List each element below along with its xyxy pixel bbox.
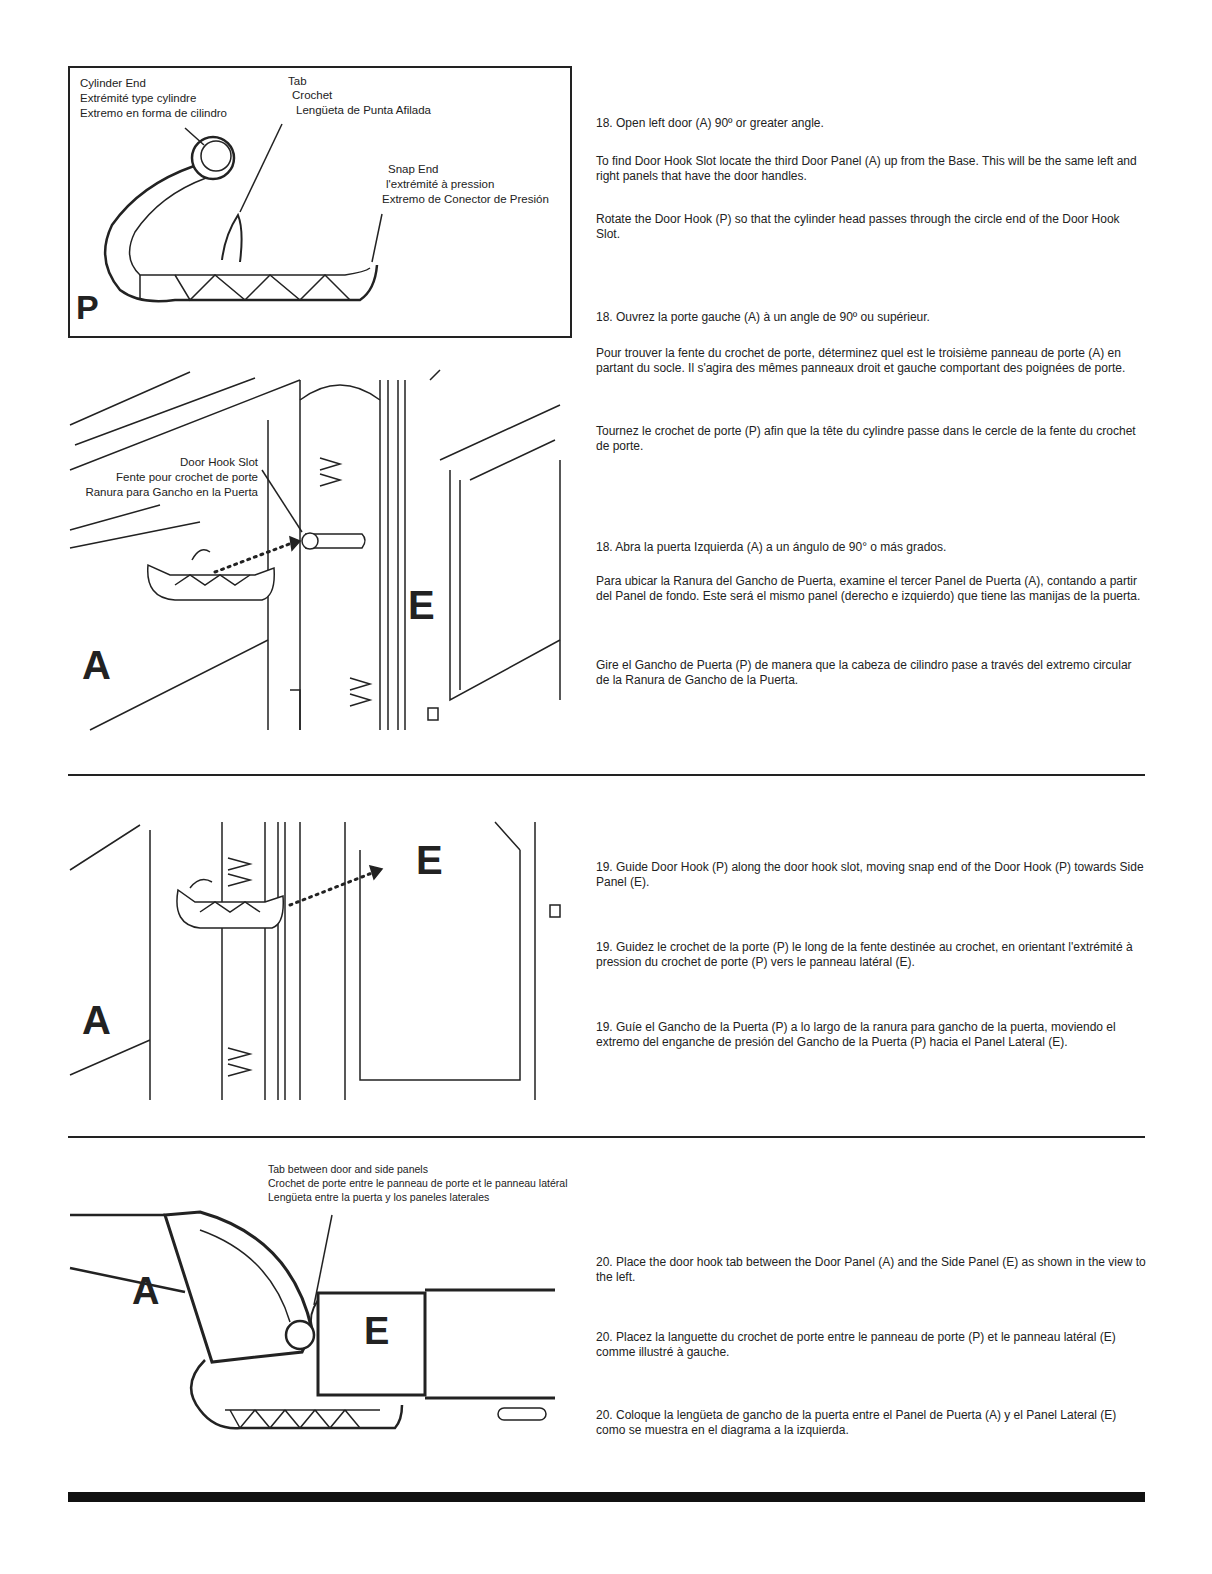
line-art (222, 822, 300, 1100)
part-label: Crochet (292, 88, 332, 102)
line-art (240, 124, 282, 212)
line-art (105, 166, 377, 301)
line-art (70, 505, 200, 548)
part-label: l'extrémité à pression (386, 177, 494, 191)
part-label: Cylinder End (80, 76, 146, 90)
line-art (290, 537, 300, 550)
instruction-text: Gire el Gancho de Puerta (P) de manera q… (596, 658, 1146, 687)
line-art (302, 533, 318, 549)
line-art (300, 385, 380, 400)
line-art (148, 565, 275, 600)
part-label: Extremo en forma de cilindro (80, 106, 227, 120)
instruction-text: 20. Coloque la lengüeta de gancho de la … (596, 1408, 1146, 1437)
instruction-text: Pour trouver la fente du crochet de port… (596, 346, 1146, 375)
line-art (68, 1492, 1145, 1502)
part-label: Extrémité type cylindre (80, 91, 196, 105)
part-letter: P (76, 290, 99, 324)
line-art (550, 905, 560, 917)
instruction-text: Rotate the Door Hook (P) so that the cyl… (596, 212, 1146, 241)
line-art (428, 708, 438, 720)
part-label: Tab (288, 74, 307, 88)
line-art (318, 1293, 425, 1395)
line-art (70, 372, 300, 470)
line-art (440, 405, 560, 700)
part-letter: A (132, 1272, 159, 1310)
line-art (200, 1230, 290, 1322)
instruction-text: 20. Place the door hook tab between the … (596, 1255, 1146, 1284)
line-art (190, 880, 212, 888)
line-art (175, 575, 250, 585)
line-art (372, 214, 382, 262)
callout-label: Door Hook Slot (180, 455, 258, 469)
guide-hook-figure (70, 822, 560, 1100)
part-letter: A (82, 1000, 111, 1040)
line-art (290, 873, 372, 905)
part-label: Extremo de Conector de Presión (382, 192, 549, 206)
part-label: Snap End (388, 162, 439, 176)
instruction-text: 18. Abra la puerta Izquierda (A) a un án… (596, 540, 1146, 555)
line-art (430, 370, 560, 700)
line-art (68, 774, 1145, 776)
detail-box: Cylinder EndExtrémité type cylindreExtre… (68, 66, 572, 338)
door-hook-detail (105, 124, 382, 301)
line-art (177, 890, 283, 928)
line-art (192, 550, 210, 560)
line-art (320, 458, 370, 706)
line-art (228, 858, 250, 1076)
line-art (262, 470, 302, 532)
line-art (140, 275, 350, 300)
instruction-text: Tournez le crochet de porte (P) afin que… (596, 424, 1146, 453)
line-art (192, 137, 234, 179)
callout-label: Ranura para Gancho en la Puerta (85, 485, 258, 499)
instruction-text: 19. Guíe el Gancho de la Puerta (P) a lo… (596, 1020, 1146, 1049)
instruction-text: 18. Ouvrez la porte gauche (A) à un angl… (596, 310, 1146, 325)
line-art (191, 1360, 402, 1428)
line-art (215, 543, 292, 572)
instruction-text: 18. Open left door (A) 90º or greater an… (596, 116, 1146, 131)
part-letter: E (408, 585, 435, 625)
callout-label: Crochet de porte entre le panneau de por… (268, 1177, 567, 1190)
line-art (345, 822, 535, 1100)
callout-label: Fente pour crochet de porte (116, 470, 258, 484)
line-art (200, 902, 260, 912)
instruction-text: 20. Placez la languette du crochet de po… (596, 1330, 1146, 1359)
part-letter: E (416, 840, 443, 880)
line-art (222, 215, 242, 262)
line-art (370, 866, 382, 879)
line-art (425, 1290, 555, 1398)
line-art (185, 128, 204, 145)
top-view-figure (70, 1212, 555, 1428)
part-letter: E (364, 1312, 389, 1350)
instruction-text: Para ubicar la Ranura del Gancho de Puer… (596, 574, 1146, 603)
line-art (268, 380, 405, 730)
instruction-text: 19. Guidez le crochet de la porte (P) le… (596, 940, 1146, 969)
line-art (286, 1321, 314, 1349)
line-art (68, 1136, 1145, 1138)
callout-label: Lengüeta entre la puerta y los paneles l… (268, 1191, 489, 1204)
instruction-text: To find Door Hook Slot locate the third … (596, 154, 1146, 183)
line-art (90, 640, 300, 730)
line-art (225, 1410, 380, 1428)
part-label: Lengüeta de Punta Afilada (296, 103, 431, 117)
line-art (70, 825, 150, 1100)
line-art (201, 141, 231, 171)
line-art (314, 1215, 332, 1305)
line-art (498, 1408, 546, 1420)
instruction-text: 19. Guide Door Hook (P) along the door h… (596, 860, 1146, 889)
door-hook-slot-figure (70, 370, 560, 730)
part-letter: A (82, 645, 111, 685)
callout-label: Tab between door and side panels (268, 1163, 428, 1176)
